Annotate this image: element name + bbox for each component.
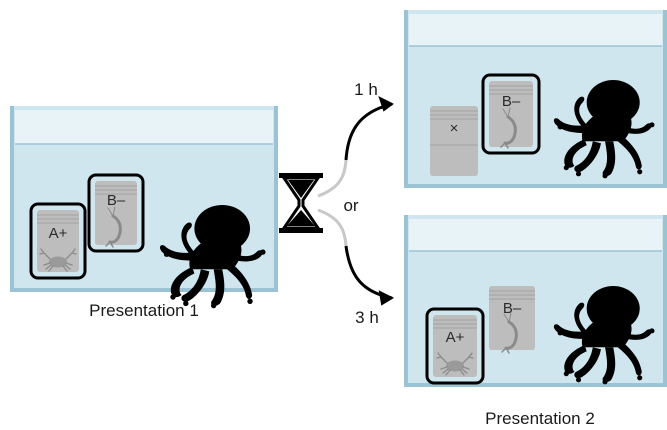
- or-label: or: [343, 196, 358, 215]
- jar-b-minus-1h: B–: [481, 73, 541, 155]
- jar-label-empty: ×: [450, 120, 459, 137]
- jar-a-plus-presentation-1: A+: [29, 202, 87, 280]
- delay-label-3h: 3 h: [355, 308, 379, 327]
- arrow-to-3h: [317, 208, 395, 306]
- jar-label-b-minus: B–: [502, 93, 521, 110]
- delay-label-1h: 1 h: [354, 80, 378, 99]
- hourglass-icon: [279, 173, 323, 233]
- caption-presentation-2: Presentation 2: [485, 409, 595, 428]
- arrow-to-1h: [317, 96, 394, 198]
- jar-a-plus-3h: A+: [425, 307, 485, 385]
- caption-presentation-1: Presentation 1: [89, 301, 199, 320]
- jar-b-minus-3h: B–: [489, 286, 535, 355]
- jar-label-b-minus: B–: [503, 300, 522, 317]
- jar-label-b-minus: B–: [107, 192, 126, 209]
- jar-empty-1h: ×: [430, 106, 478, 176]
- jar-label-a-plus: A+: [49, 225, 68, 242]
- jar-label-a-plus: A+: [446, 329, 465, 346]
- jar-b-minus-presentation-1: B–: [87, 173, 145, 253]
